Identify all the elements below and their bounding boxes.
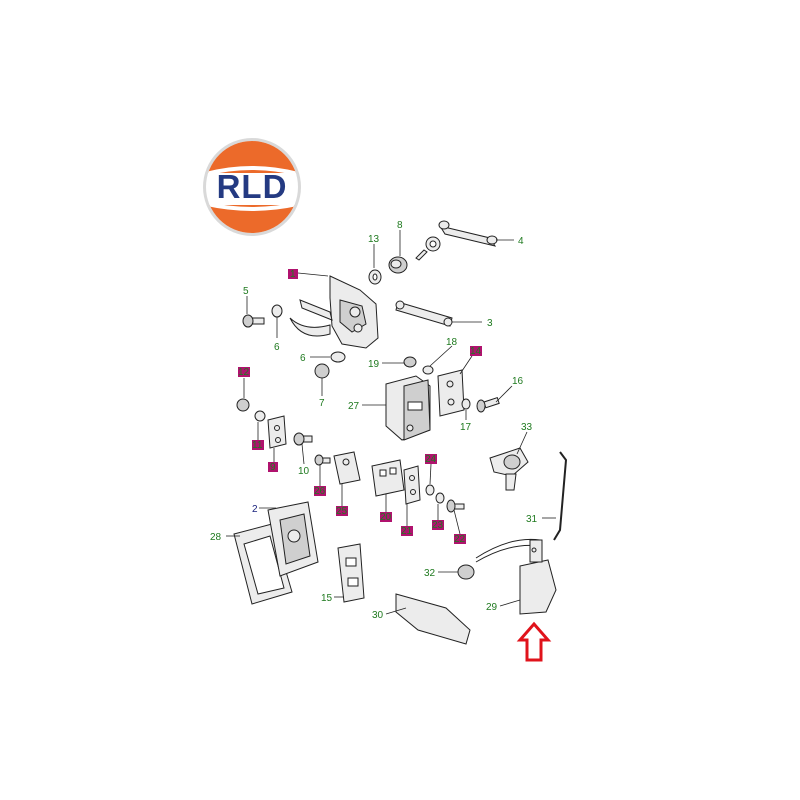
callout-7: 7 [319,398,325,409]
part-plate-30 [395,593,471,645]
callout-31: 31 [526,514,538,525]
leader-lines [226,230,556,615]
callout-labels: 13 8 4 5 6 3 6 19 18 7 16 27 17 33 10 31… [210,220,538,621]
callout-20: 20 [380,512,392,523]
part-screw-22 [446,499,465,513]
callout-25: 25 [336,506,348,517]
part-lower-link [395,300,453,327]
callout-29: 29 [486,602,498,613]
callout-26: 26 [314,486,326,497]
callout-6b: 6 [300,353,306,364]
callout-30: 30 [372,610,384,621]
callout-19: 19 [368,359,380,370]
part-latch-body [289,275,379,349]
part-bracket-14 [437,369,465,417]
callout-4: 4 [518,236,524,247]
part-washer-17 [461,398,471,410]
callout-6a: 6 [274,342,280,353]
callout-22: 22 [454,534,466,545]
part-barrel [368,256,408,285]
part-plate-9 [267,415,287,449]
rld-logo: RLD [203,138,301,236]
callout-10: 10 [298,466,310,477]
callout-11: 11 [252,440,263,451]
callout-24: 24 [425,454,437,465]
part-pivot-33 [489,447,529,491]
part-housing-2 [267,501,319,577]
part-washer-24 [425,484,435,496]
part-nut-12 [236,398,250,412]
part-block-27 [385,375,431,441]
part-washer-11 [254,410,266,422]
highlight-up-arrow-icon [516,621,552,662]
callout-8: 8 [397,220,403,231]
callout-32: 32 [424,568,436,579]
part-plate-25 [333,451,361,485]
part-washer-18 [422,365,434,375]
callout-16: 16 [512,376,524,387]
callout-33: 33 [521,422,533,433]
part-rod-31 [553,451,568,541]
part-plate-20 [371,459,405,497]
callout-17: 17 [460,422,472,433]
part-nut-7 [314,363,330,379]
part-screw-16 [476,397,500,413]
part-washer-6a [271,304,283,318]
callout-23: 23 [432,520,444,531]
part-link-bar [438,220,498,247]
part-washer-6b [330,351,346,363]
part-plate-21 [403,465,421,505]
tag-boxes [238,269,482,544]
part-washer-23 [435,492,445,504]
callout-12a: 12 [238,367,250,378]
callout-15: 15 [321,593,333,604]
part-screw-26 [314,454,331,466]
callout-2: 2 [252,504,258,515]
part-screw-5 [242,314,265,328]
part-nut-19 [403,356,417,368]
callout-9: 9 [270,462,276,473]
callout-21: 21 [401,526,413,537]
callout-3: 3 [487,318,493,329]
part-grommet-32 [457,564,475,580]
logo-text: RLD [217,168,288,205]
callout-27: 27 [348,401,360,412]
part-key-clip [415,236,441,261]
callout-28: 28 [210,532,222,543]
part-actuator-29 [519,539,557,615]
callout-1: 1 [290,269,296,280]
callout-18: 18 [446,337,458,348]
callout-5: 5 [243,286,249,297]
callout-13: 13 [368,234,380,245]
callout-14: 14 [470,346,482,357]
part-catch-15 [337,543,365,603]
part-screw-10 [293,432,313,446]
